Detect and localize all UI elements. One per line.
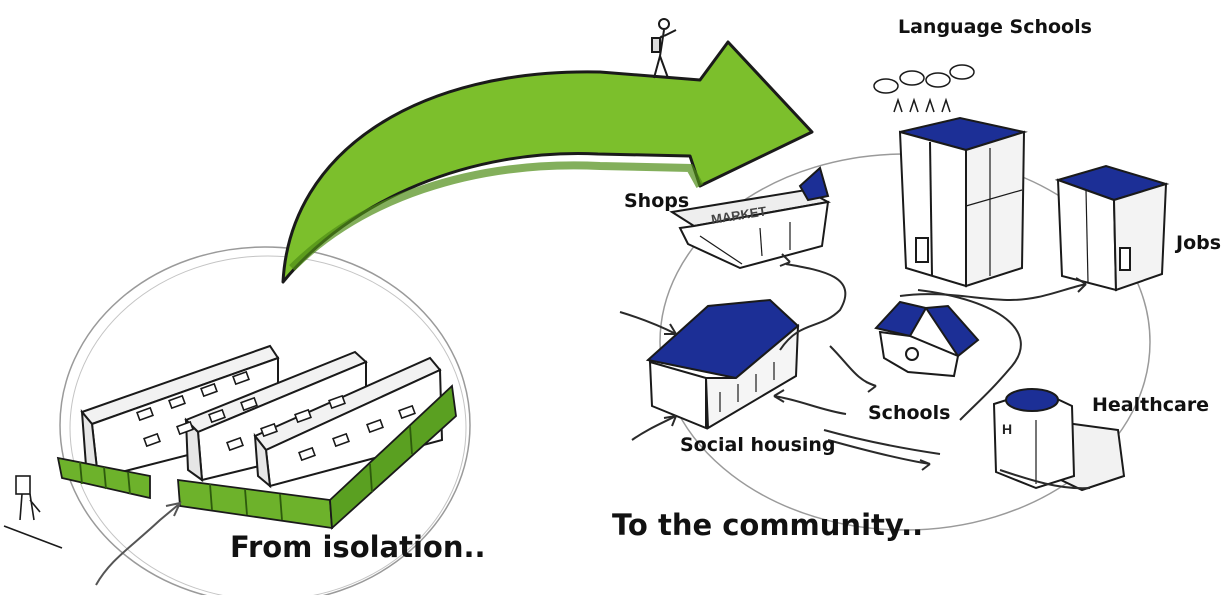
hospital-sign: H — [1002, 421, 1012, 437]
schools-label: Schools — [868, 402, 951, 424]
social-housing-building — [645, 298, 800, 430]
barrack-block-2-side — [184, 417, 204, 483]
camp-fence — [56, 384, 457, 530]
students-with-speech-bubbles — [873, 64, 975, 113]
barrack-windows — [136, 370, 416, 462]
language-school-building — [898, 116, 1028, 288]
isolation-circle — [59, 246, 471, 595]
jobs-building — [1054, 164, 1170, 292]
healthcare-blue-roof — [1005, 388, 1059, 412]
walking-figure — [651, 18, 677, 79]
from-isolation-label: From isolation.. — [230, 530, 486, 564]
market-building — [669, 166, 831, 270]
healthcare-building — [992, 388, 1126, 492]
language-school-front — [898, 130, 967, 288]
waiting-figure — [3, 475, 63, 549]
school-building — [874, 300, 980, 378]
language-school-side — [965, 130, 1026, 288]
jobs-label: Jobs — [1176, 232, 1222, 254]
barrack-block-3-side — [253, 432, 272, 489]
isolation-circle-inner-stroke — [69, 255, 467, 595]
market-blue-awning — [798, 166, 830, 202]
shops-label: Shops — [624, 190, 690, 212]
to-community-label: To the community.. — [612, 508, 924, 542]
healthcare-label: Healthcare — [1092, 394, 1210, 416]
social-housing-front — [648, 360, 707, 430]
fence-right-segment — [329, 384, 457, 530]
jobs-side — [1112, 182, 1168, 292]
entry-path-arrow — [95, 504, 179, 586]
social-housing-roof — [645, 298, 800, 380]
isolated-barracks — [80, 344, 444, 489]
language-schools-label: Language Schools — [898, 16, 1092, 38]
social-housing-side — [704, 323, 800, 430]
community-flow-arrows — [619, 253, 1091, 490]
social-housing-label: Social housing — [680, 434, 836, 456]
school-roof-right — [924, 304, 980, 358]
market-front — [678, 200, 830, 270]
fence-front-segment — [177, 478, 333, 530]
transition-arrow-shadow — [289, 161, 704, 271]
entry-path-arrow-head — [165, 501, 182, 517]
school-roof-left — [874, 300, 928, 338]
